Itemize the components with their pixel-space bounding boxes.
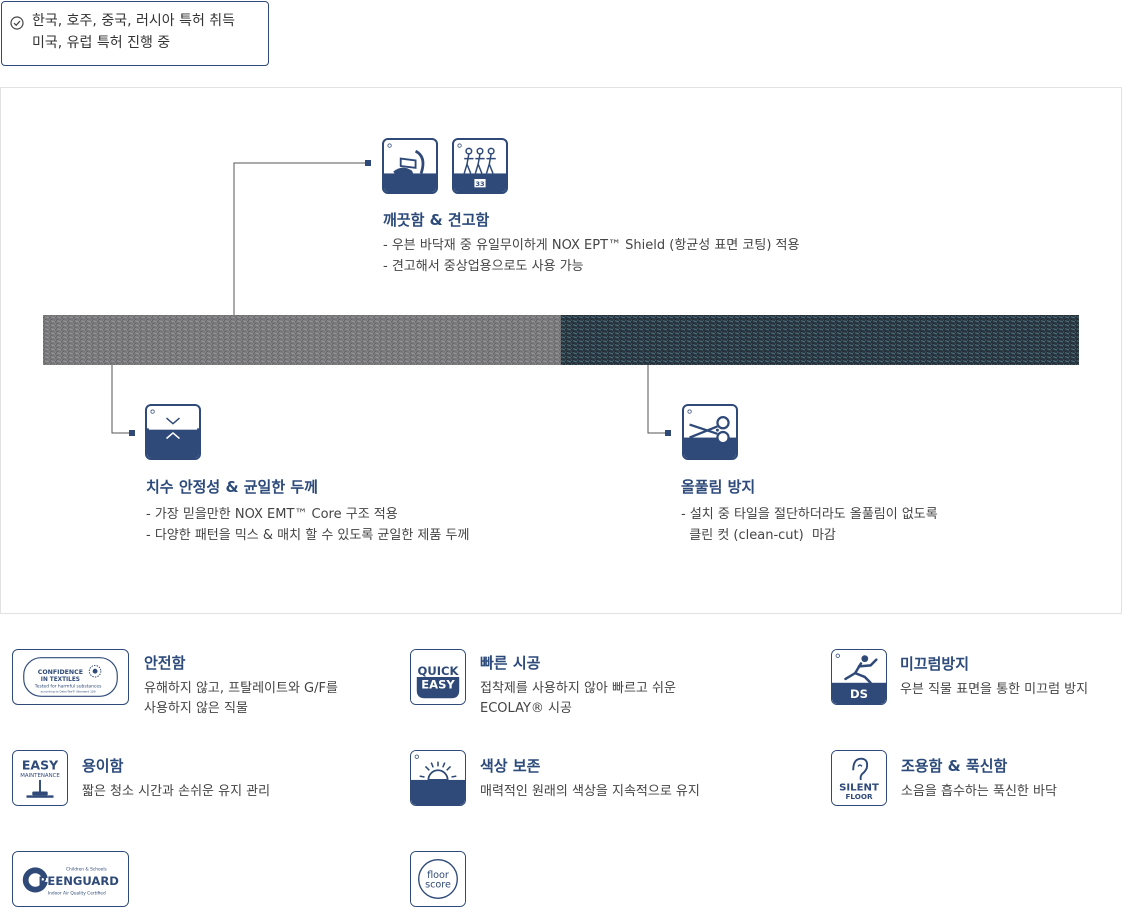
carpet-sample-image [43, 315, 1079, 365]
cert-title-easy: 용이함 [82, 757, 124, 775]
badge-text: EASY [421, 678, 455, 692]
patent-info-box: 한국, 호주, 중국, 러시아 특허 취득 미국, 유럽 특허 진행 중 [1, 1, 269, 66]
cert-desc: 유해하지 않고, 프탈레이트와 G/F를 [144, 681, 338, 696]
confidence-in-textiles-badge: CONFIDENCE IN TEXTILES Tested for harmfu… [12, 649, 129, 705]
cert-title-safety: 안전함 [144, 654, 186, 672]
cert-desc: 사용하지 않은 직물 [144, 701, 248, 716]
cert-title-color: 색상 보존 [480, 757, 541, 775]
feature-line: - 가장 믿을만한 NOX EMT™ Core 구조 적용 [146, 507, 398, 522]
badge-text: DS [850, 687, 868, 701]
badge-text: IN TEXTILES [41, 677, 80, 683]
badge-text: score [425, 880, 451, 891]
badge-text: QUICK [418, 664, 460, 678]
patent-line-acquired: 한국, 호주, 중국, 러시아 특허 취득 [32, 13, 236, 29]
easy-maintenance-badge: EASY MAINTENANCE [12, 750, 68, 806]
feature-line: - 다양한 패턴을 믹스 & 매치 할 수 있도록 균일한 제품 두께 [146, 528, 470, 543]
cert-desc: 접착제를 사용하지 않아 빠르고 쉬운 [480, 681, 676, 696]
patent-line-pending: 미국, 유럽 특허 진행 중 [32, 35, 171, 51]
scissors-icon [682, 404, 738, 460]
badge-text: CONFIDENCE [38, 669, 83, 676]
badge-text: according to Oeko-Tex® Standard 100 [41, 689, 96, 693]
badge-text: REENGUARD [39, 874, 119, 888]
cert-desc: 매력적인 원래의 색상을 지속적으로 유지 [480, 784, 700, 799]
feature-line: 클린 컷 (clean-cut) 마감 [681, 528, 836, 543]
greenguard-badge: Children & Schools REENGUARD Indoor Air … [12, 851, 129, 907]
dimensional-stability-icon [145, 404, 201, 460]
icon-badge-number: 33 [475, 180, 484, 188]
silent-floor-badge: SILENT FLOOR [831, 750, 887, 806]
floorscore-badge: floor score [410, 851, 466, 907]
badge-text: Tested for harmful substances [34, 684, 102, 690]
badge-text: EASY [22, 757, 59, 772]
badge-text: Indoor Air Quality Certified [48, 890, 106, 896]
badge-text: SILENT [839, 783, 879, 794]
anti-slip-badge: DS [831, 649, 887, 705]
cleaning-icon [382, 138, 438, 194]
quick-easy-badge: QUICK EASY [410, 649, 466, 705]
feature-line: - 설치 중 타일을 절단하더라도 올풀림이 없도록 [681, 507, 938, 522]
feature-title-stability: 치수 안정성 & 균일한 두께 [146, 478, 318, 496]
cert-desc: 소음을 흡수하는 푹신한 바닥 [901, 784, 1057, 799]
cert-title-silent: 조용함 & 푹신함 [901, 757, 1008, 775]
feature-line: - 견고해서 중상업용으로도 사용 가능 [383, 259, 584, 274]
badge-text: MAINTENANCE [20, 773, 60, 779]
badge-text: FLOOR [845, 792, 873, 801]
cert-desc: 우븐 직물 표면을 통한 미끄럼 방지 [900, 682, 1089, 697]
cert-title-quick: 빠른 시공 [480, 654, 541, 672]
feature-title-clean: 깨끗함 & 견고함 [383, 211, 490, 229]
cert-title-slip: 미끄럼방지 [900, 655, 970, 673]
feature-title-anti-fray: 올풀림 방지 [681, 478, 756, 496]
badge-text: floor [427, 870, 449, 881]
color-retention-badge [410, 750, 466, 806]
heavy-traffic-icon: 33 [452, 138, 508, 194]
badge-text: Children & Schools [66, 866, 108, 872]
feature-line: - 우븐 바닥재 중 유일무이하게 NOX EPT™ Shield (항균성 표… [383, 238, 800, 253]
check-circle-icon [10, 16, 24, 30]
cert-desc: 짧은 청소 시간과 손쉬운 유지 관리 [82, 784, 271, 799]
cert-desc: ECOLAY® 시공 [480, 701, 572, 716]
